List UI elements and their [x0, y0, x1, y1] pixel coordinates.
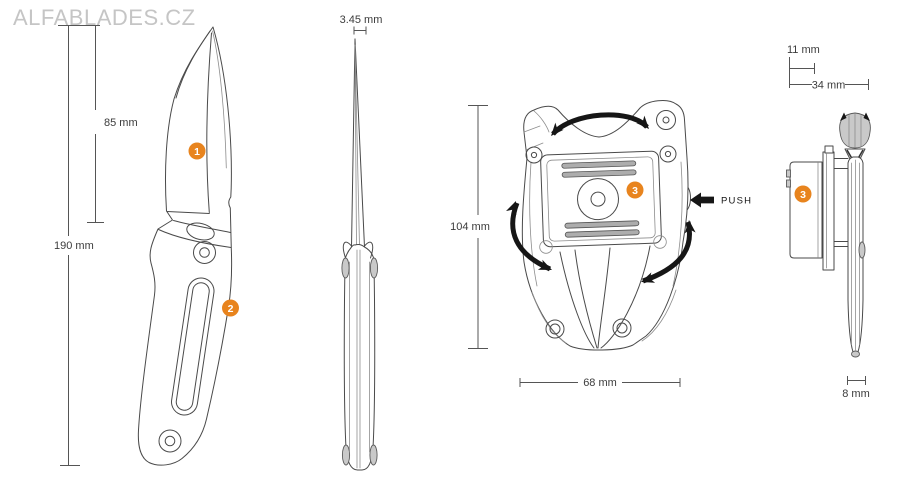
sheath-front-drawing — [521, 100, 691, 351]
dim-sheath-height-label: 104 mm — [450, 221, 490, 233]
knife-detail-lines — [158, 30, 232, 453]
rotation-arrow-top-icon — [546, 112, 654, 140]
dim-overall-length-label: 190 mm — [54, 240, 94, 252]
dim-side-width-label: 34 mm — [812, 80, 846, 92]
dimension-lines-sheath-front — [468, 105, 681, 387]
dimension-lines-tip — [847, 376, 866, 385]
part-badge-2: 2 — [222, 299, 239, 317]
part-badge-3-side-label: 3 — [800, 189, 806, 201]
sheath-side-drawing — [786, 112, 871, 358]
dimension-lines-thickness — [353, 26, 367, 35]
part-badge-3-front-label: 3 — [632, 185, 638, 197]
part-badge-3-front: 3 — [626, 181, 644, 199]
dim-blade-length-label: 85 mm — [104, 117, 138, 129]
part-badge-1: 1 — [188, 142, 206, 160]
part-badge-3-side: 3 — [794, 185, 812, 203]
knife-side-drawing — [341, 38, 379, 471]
dim-clip-width-label: 11 mm — [787, 44, 820, 56]
part-badge-2-label: 2 — [228, 303, 234, 315]
dim-thickness-label: 3.45 mm — [340, 14, 383, 26]
watermark-text: ALFABLADES.CZ — [13, 5, 196, 30]
push-arrow-icon — [690, 192, 714, 208]
dim-tip-width-label: 8 mm — [842, 388, 870, 400]
figure-sheath-front: 104 mm 68 mm — [450, 100, 752, 389]
dimension-lines-sheath-side — [789, 57, 869, 90]
knife-outline — [137, 26, 233, 466]
figure-knife-front: 85 mm 190 mm — [54, 25, 239, 466]
part-badge-1-label: 1 — [194, 146, 200, 158]
figure-knife-side: 3.45 mm — [340, 14, 383, 471]
dim-sheath-width-label: 68 mm — [583, 377, 617, 389]
push-label: PUSH — [721, 196, 752, 207]
figure-sheath-side: 11 mm 34 mm — [786, 44, 871, 400]
rotation-arrow-right-icon — [639, 219, 696, 288]
rotation-arrow-left-icon — [506, 198, 555, 276]
belt-clip-plate — [540, 150, 662, 248]
dimension-lines-knife — [58, 25, 104, 466]
